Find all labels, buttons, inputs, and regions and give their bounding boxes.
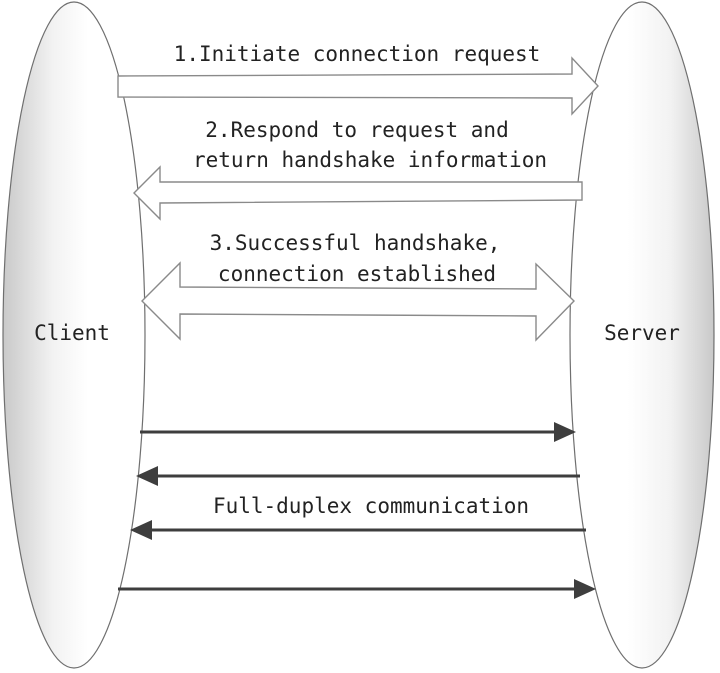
handshake-step-1: 1.Initiate connection request <box>117 42 599 116</box>
step-2-line-1: 2.Respond to request and <box>205 118 508 142</box>
duplex-arrow-3 <box>130 520 586 540</box>
server-label: Server <box>604 321 680 345</box>
handshake-step-3: 3.Successful handshake, connection estab… <box>141 231 575 342</box>
full-duplex-communication: Full-duplex communication <box>118 422 596 599</box>
duplex-arrow-4 <box>118 579 596 599</box>
server-node: Server <box>569 1 715 669</box>
duplex-arrow-2 <box>136 466 580 486</box>
server-ellipse <box>569 1 715 669</box>
step-3-line-1: 3.Successful handshake, <box>210 231 501 255</box>
request-arrow <box>117 56 599 116</box>
client-label: Client <box>34 321 110 345</box>
duplex-arrow-1 <box>140 422 576 442</box>
client-node: Client <box>2 1 146 669</box>
client-ellipse <box>2 1 146 669</box>
handshake-step-2: 2.Respond to request and return handshak… <box>133 118 583 221</box>
step-2-line-2: return handshake information <box>193 148 547 172</box>
step-3-line-2: connection established <box>218 262 496 286</box>
response-arrow <box>133 165 583 221</box>
full-duplex-label: Full-duplex communication <box>213 494 529 518</box>
step-1-line-1: 1.Initiate connection request <box>174 42 541 66</box>
established-arrow <box>141 261 575 342</box>
